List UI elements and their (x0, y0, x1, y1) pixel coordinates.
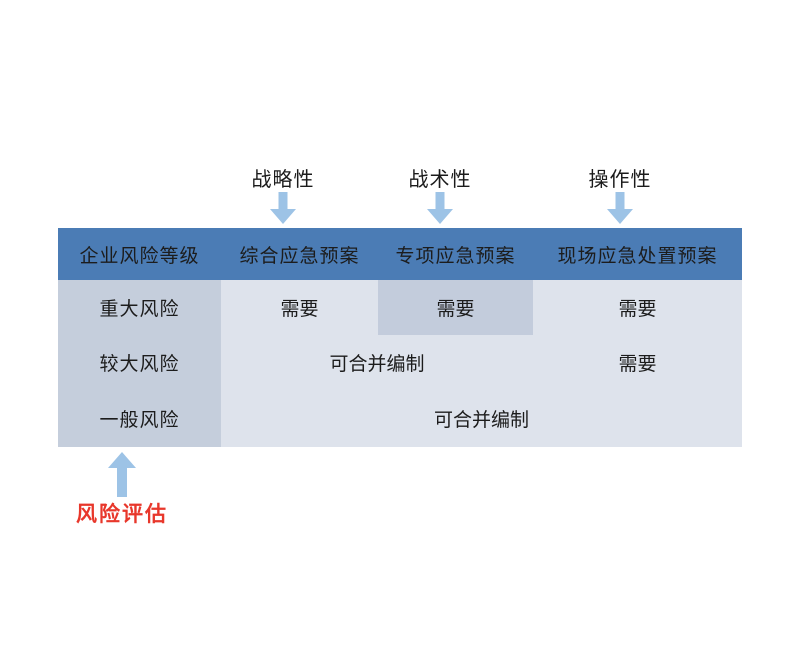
risk-plan-table: 企业风险等级 综合应急预案 专项应急预案 现场应急处置预案 重大风险 需要 需要… (58, 228, 742, 447)
cell-general-merged-plan: 可合并编制 (221, 390, 742, 447)
row-header-relatively-major-risk: 较大风险 (58, 335, 221, 390)
table-header-row: 企业风险等级 综合应急预案 专项应急预案 现场应急处置预案 (58, 228, 742, 280)
table-row: 较大风险 可合并编制 需要 (58, 335, 742, 390)
arrow-up-risk-assessment (107, 452, 137, 498)
top-label-operational: 操作性 (588, 169, 652, 191)
cell-relmajor-onsite: 需要 (533, 335, 742, 390)
table-row: 重大风险 需要 需要 需要 (58, 280, 742, 335)
cell-relmajor-merged-plan: 可合并编制 (221, 335, 533, 390)
header-cell-risk-level: 企业风险等级 (58, 228, 221, 280)
arrow-down-tactical (426, 192, 454, 225)
cell-major-onsite: 需要 (533, 280, 742, 335)
header-cell-comprehensive: 综合应急预案 (221, 228, 378, 280)
row-header-major-risk: 重大风险 (58, 280, 221, 335)
header-cell-onsite: 现场应急处置预案 (533, 228, 742, 280)
arrow-down-operational (606, 192, 634, 225)
cell-major-special: 需要 (378, 280, 533, 335)
top-label-strategic: 战略性 (251, 169, 315, 191)
arrow-down-strategic (269, 192, 297, 225)
cell-major-comprehensive: 需要 (221, 280, 378, 335)
top-label-tactical: 战术性 (408, 169, 472, 191)
table-row: 一般风险 可合并编制 (58, 390, 742, 447)
header-cell-special: 专项应急预案 (378, 228, 533, 280)
bottom-label-risk-assessment: 风险评估 (76, 502, 168, 526)
row-header-general-risk: 一般风险 (58, 390, 221, 447)
